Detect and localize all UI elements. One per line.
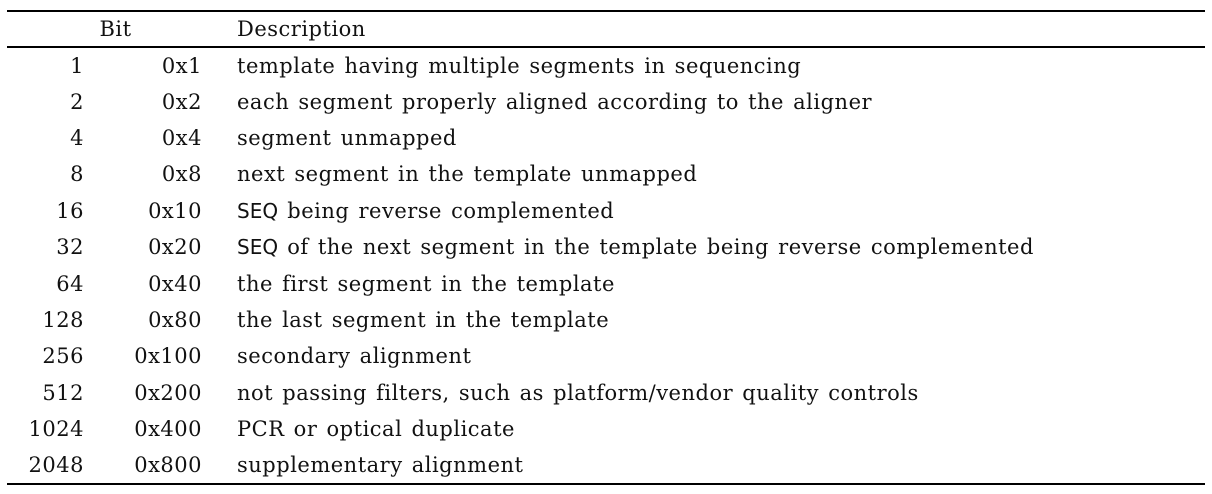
- bit-decimal-value: 32: [56, 235, 84, 260]
- bit-decimal-value: 1: [70, 53, 84, 78]
- bit-hex-value: 0x2: [161, 89, 202, 114]
- table-row: 512 0x200 not passing filters, such as p…: [7, 375, 1205, 411]
- bit-hex-value: 0x40: [148, 271, 202, 296]
- seq-keyword: SEQ: [237, 235, 279, 260]
- bit-hex-value: 0x4: [161, 125, 202, 150]
- bit-decimal-value: 16: [56, 198, 84, 223]
- bit-hex-value: 0x200: [134, 380, 202, 405]
- bit-decimal-value: 1024: [28, 417, 84, 442]
- column-header-description: Description: [202, 11, 1205, 48]
- bit-description: not passing filters, such as platform/ve…: [237, 380, 919, 405]
- bit-hex-value: 0x400: [134, 417, 202, 442]
- sam-flag-bits-table: Bit Description 1 0x1 template having mu…: [7, 10, 1205, 485]
- table-header-row: Bit Description: [7, 11, 1205, 48]
- bit-description: each segment properly aligned according …: [237, 89, 873, 114]
- table-body: 1 0x1 template having multiple segments …: [7, 47, 1205, 484]
- bit-decimal-value: 256: [42, 344, 84, 369]
- table-row: 128 0x80 the last segment in the templat…: [7, 302, 1205, 338]
- bit-hex-value: 0x8: [161, 162, 202, 187]
- bit-hex-value: 0x100: [134, 344, 202, 369]
- table-row: 8 0x8 next segment in the template unmap…: [7, 156, 1205, 192]
- seq-keyword: SEQ: [237, 198, 279, 223]
- bit-description: the first segment in the template: [237, 271, 615, 296]
- table-row: 2 0x2 each segment properly aligned acco…: [7, 83, 1205, 119]
- bit-description: PCR or optical duplicate: [237, 417, 515, 442]
- bit-decimal-value: 8: [70, 162, 84, 187]
- bit-hex-value: 0x80: [148, 307, 202, 332]
- table-row: 64 0x40 the first segment in the templat…: [7, 265, 1205, 301]
- bit-hex-value: 0x800: [134, 452, 202, 477]
- table-row: 256 0x100 secondary alignment: [7, 338, 1205, 374]
- bit-decimal-value: 2048: [28, 452, 84, 477]
- bit-decimal-value: 128: [42, 307, 84, 332]
- table-row: 2048 0x800 supplementary alignment: [7, 447, 1205, 483]
- bit-hex-value: 0x1: [161, 53, 202, 78]
- table-row: 1 0x1 template having multiple segments …: [7, 47, 1205, 83]
- bit-hex-value: 0x20: [148, 235, 202, 260]
- bit-decimal-value: 64: [56, 271, 84, 296]
- table-row: 32 0x20 SEQ of the next segment in the t…: [7, 229, 1205, 265]
- bit-description: next segment in the template unmapped: [237, 162, 698, 187]
- bit-decimal-value: 4: [70, 125, 84, 150]
- bit-description: the last segment in the template: [237, 307, 610, 332]
- bit-description: template having multiple segments in seq…: [237, 53, 802, 78]
- table-row: 4 0x4 segment unmapped: [7, 120, 1205, 156]
- bit-decimal-value: 512: [42, 380, 84, 405]
- table-row: 16 0x10 SEQ being reverse complemented: [7, 193, 1205, 229]
- bit-description: secondary alignment: [237, 344, 472, 369]
- column-header-bit: Bit: [7, 11, 202, 48]
- bit-description: SEQ being reverse complemented: [237, 198, 615, 223]
- bit-decimal-value: 2: [70, 89, 84, 114]
- table-row: 1024 0x400 PCR or optical duplicate: [7, 411, 1205, 447]
- bit-description: segment unmapped: [237, 125, 457, 150]
- bit-description: supplementary alignment: [237, 452, 524, 477]
- bit-hex-value: 0x10: [148, 198, 202, 223]
- bit-description: SEQ of the next segment in the template …: [237, 235, 1034, 260]
